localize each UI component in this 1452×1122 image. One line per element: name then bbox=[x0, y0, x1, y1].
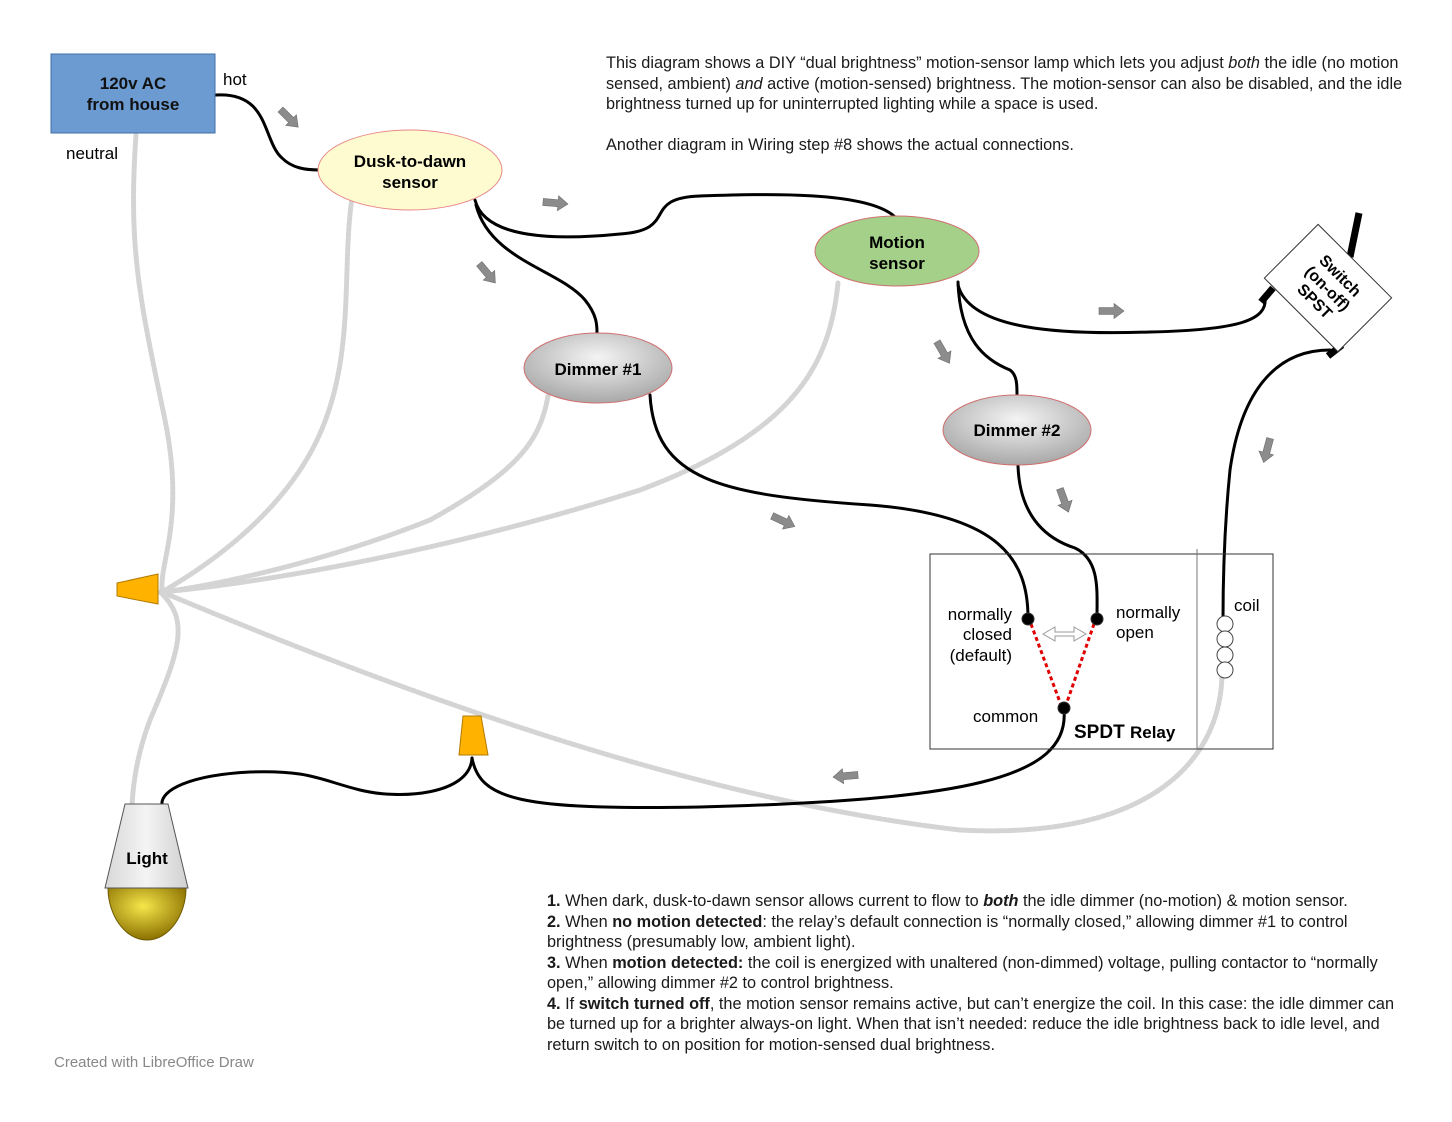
note-2: 2. When no motion detected: the relay’s … bbox=[547, 912, 1348, 952]
wire-dimmer1-to-nc bbox=[648, 393, 1030, 620]
power-source-line2: from house bbox=[87, 95, 180, 114]
relay-common-terminal bbox=[1057, 701, 1071, 715]
wire-dimmer2-to-no bbox=[1016, 464, 1099, 620]
neutral-wires bbox=[129, 132, 1225, 834]
relay-no-line2: open bbox=[1116, 623, 1154, 642]
relay-common-label: common bbox=[973, 707, 1038, 726]
neutral-label: neutral bbox=[66, 144, 118, 163]
neutral-wire-dimmer1 bbox=[159, 393, 551, 595]
dusk-sensor-line1: Dusk-to-dawn bbox=[354, 152, 466, 171]
relay-nc-terminal bbox=[1021, 612, 1035, 626]
arrow-icon bbox=[1052, 485, 1076, 516]
neutral-wire-coil bbox=[159, 589, 1225, 834]
dimmer-2-label: Dimmer #2 bbox=[974, 421, 1061, 440]
note-4: 4. If switch turned off, the motion sens… bbox=[547, 994, 1395, 1054]
neutral-wire-motion-sensor bbox=[159, 280, 841, 595]
arrow-icon bbox=[768, 508, 799, 534]
wire-switch-to-coil bbox=[1221, 348, 1332, 622]
arrow-icon bbox=[542, 194, 569, 212]
neutral-wire-from-house bbox=[131, 132, 176, 593]
wire-motion-to-dimmer2 bbox=[956, 280, 1019, 396]
arrow-icon bbox=[1256, 436, 1278, 465]
coil-icon bbox=[1216, 615, 1234, 679]
power-source-line1: 120v AC bbox=[100, 74, 166, 93]
spdt-relay: normally closed (default) normally open … bbox=[929, 549, 1274, 750]
motion-sensor: Motion sensor bbox=[814, 215, 980, 287]
wire-nut-icon bbox=[458, 715, 489, 756]
switch-spst: Switch (on-off) SPST bbox=[1263, 223, 1393, 353]
dusk-sensor-line2: sensor bbox=[382, 173, 438, 192]
neutral-wire-dusk-sensor bbox=[159, 195, 355, 595]
arrow-icon bbox=[832, 767, 859, 785]
numbered-notes: 1. When dark, dusk-to-dawn sensor allows… bbox=[547, 891, 1407, 1055]
neutral-wire-to-light bbox=[129, 589, 181, 808]
motion-sensor-line1: Motion bbox=[869, 233, 925, 252]
light-bulb-icon: Light bbox=[104, 803, 189, 941]
note-1: 1. When dark, dusk-to-dawn sensor allows… bbox=[547, 892, 1348, 910]
relay-no-line1: normally bbox=[1116, 603, 1181, 622]
motion-sensor-line2: sensor bbox=[869, 254, 925, 273]
dimmer-1-label: Dimmer #1 bbox=[555, 360, 642, 379]
credit-text: Created with LibreOffice Draw bbox=[54, 1054, 254, 1071]
relay-nc-line2: closed bbox=[963, 625, 1012, 644]
relay-nc-line1: normally bbox=[948, 605, 1013, 624]
arrow-icon bbox=[473, 258, 502, 289]
wire-dusk-to-dimmer1 bbox=[474, 203, 599, 335]
wire-motion-to-switch bbox=[956, 283, 1267, 335]
wire-common-to-nut bbox=[470, 708, 1066, 809]
relay-coil-label: coil bbox=[1234, 596, 1260, 615]
arrow-icon bbox=[1098, 303, 1125, 319]
wire-nut-icon bbox=[116, 573, 159, 605]
arrow-icon bbox=[930, 337, 957, 368]
relay-no-terminal bbox=[1090, 612, 1104, 626]
light-label: Light bbox=[126, 849, 168, 868]
note-3: 3. When motion detected: the coil is ene… bbox=[547, 953, 1378, 993]
power-source-box: 120v AC from house bbox=[50, 53, 216, 134]
relay-nc-line3: (default) bbox=[950, 646, 1012, 665]
hot-wires bbox=[160, 93, 1332, 809]
double-arrow-icon bbox=[1042, 626, 1087, 642]
relay-title: SPDT Relay bbox=[1074, 722, 1176, 743]
hot-label: hot bbox=[223, 70, 247, 89]
intro-text: This diagram shows a DIY “dual brightnes… bbox=[606, 53, 1406, 175]
arrow-icon bbox=[274, 103, 304, 133]
wire-house-to-dusk bbox=[214, 93, 322, 172]
dimmer-2: Dimmer #2 bbox=[942, 394, 1092, 466]
wire-nut-to-light bbox=[160, 756, 474, 807]
wire-dusk-to-motion bbox=[473, 193, 898, 239]
dimmer-1: Dimmer #1 bbox=[523, 332, 673, 404]
intro-paragraph-2: Another diagram in Wiring step #8 shows … bbox=[606, 135, 1074, 154]
dusk-to-dawn-sensor: Dusk-to-dawn sensor bbox=[317, 129, 503, 211]
intro-paragraph-1: This diagram shows a DIY “dual brightnes… bbox=[606, 54, 1403, 113]
